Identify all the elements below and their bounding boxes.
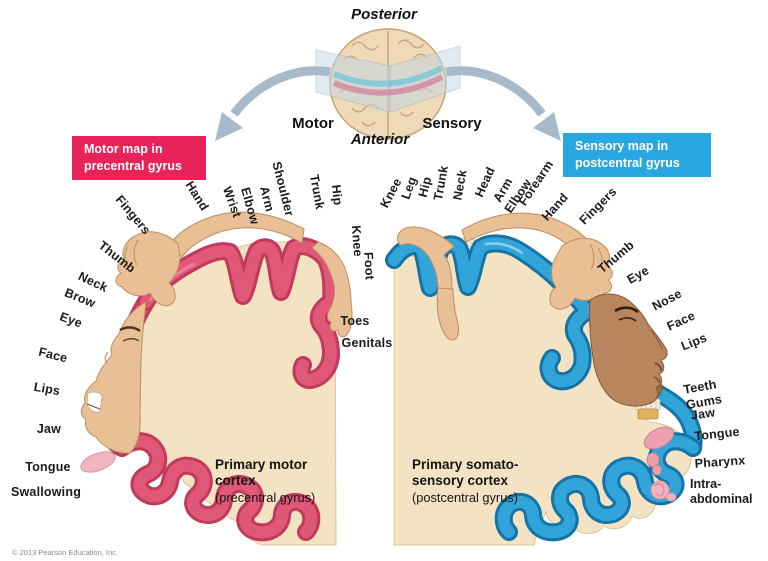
motor-label-genitals: Genitals — [341, 336, 393, 350]
motor-cortex-caption: Primary motor cortex (precentral gyrus) — [215, 457, 315, 506]
copyright-notice: © 2013 Pearson Education, Inc. — [12, 548, 119, 557]
sensory-caption-title: Primary somato- sensory cortex — [412, 457, 519, 488]
motor-leg-illustration — [311, 241, 353, 338]
motor-label-hip: Hip — [328, 183, 346, 207]
motor-caption-subtitle: (precentral gyrus) — [215, 489, 316, 505]
sensory-legend-box: Sensory map in postcentral gyrus — [563, 133, 711, 177]
motor-caption-title: Primary motor cortex — [215, 457, 308, 488]
sensory-homunculus-illustration — [385, 212, 703, 546]
sensory-label: Sensory — [422, 115, 482, 132]
sensory-label-intra-abdominal: Intra- abdominal — [690, 477, 753, 506]
posterior-label: Posterior — [351, 6, 417, 23]
motor-homunculus-illustration — [80, 211, 353, 546]
motor-label-swallowing: Swallowing — [10, 485, 82, 499]
arrow-to-motor-map — [215, 66, 331, 141]
motor-hand-illustration — [115, 231, 181, 307]
motor-label: Motor — [292, 115, 334, 132]
sensory-eyebrow — [614, 306, 639, 314]
motor-mouth-teeth — [86, 391, 103, 413]
motor-label-foot: Foot — [361, 251, 377, 281]
motor-tongue-illustration — [80, 451, 116, 473]
sensory-intestine-illustration — [650, 480, 677, 502]
sensory-caption-subtitle: (postcentral gyrus) — [412, 489, 518, 505]
arrow-to-sensory-map — [445, 66, 561, 141]
sensory-cortex-ribbon — [385, 234, 703, 542]
motor-label-jaw: Jaw — [36, 422, 62, 436]
sensory-nose — [650, 329, 663, 350]
motor-eyebrow — [119, 326, 141, 332]
sensory-eye — [618, 317, 637, 322]
motor-label-toes: Toes — [340, 314, 370, 328]
brain-top-view — [315, 28, 461, 140]
sensory-pharynx-illustration — [646, 452, 662, 476]
sensory-lips — [654, 362, 663, 372]
motor-nose — [104, 351, 109, 364]
sensory-tongue-illustration — [643, 426, 675, 450]
sensory-cortex-caption: Primary somato- sensory cortex (postcent… — [412, 457, 519, 506]
sensory-face-illustration — [589, 293, 668, 407]
motor-eye — [122, 338, 140, 342]
sensory-leg-illustration — [397, 226, 460, 341]
glass-slice-right — [389, 45, 461, 113]
motor-label-tongue: Tongue — [25, 460, 71, 474]
motor-face-illustration — [80, 301, 147, 454]
sensory-foot-illustration — [436, 287, 460, 341]
anterior-label: Anterior — [350, 131, 410, 148]
motor-legend-box: Motor map in precentral gyrus — [72, 136, 206, 180]
sensory-hand-illustration — [549, 237, 613, 310]
